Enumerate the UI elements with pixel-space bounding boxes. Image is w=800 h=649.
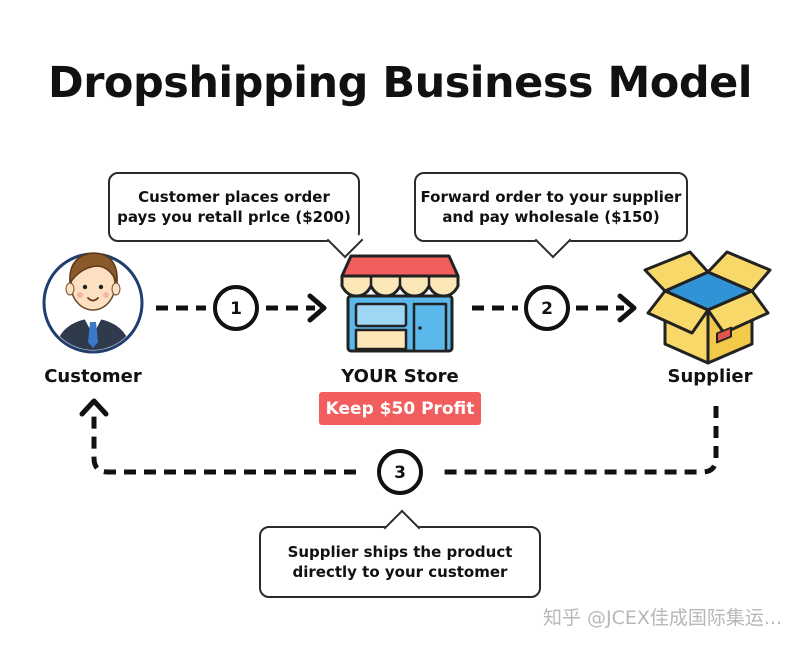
step-3-bubble: Supplier ships the product directly to y… bbox=[259, 509, 541, 598]
store-icon bbox=[340, 254, 460, 353]
store-label: YOUR Store bbox=[341, 366, 459, 387]
step-1-bubble: Customer places order pays you retall pr… bbox=[108, 172, 364, 259]
step-1-badge bbox=[213, 285, 259, 331]
arrow-customer-to-store: 1 bbox=[156, 285, 327, 331]
step-1-number: 1 bbox=[230, 299, 242, 319]
arrow-store-to-supplier: 2 bbox=[472, 285, 637, 331]
step-3-line-1: Supplier ships the product bbox=[287, 543, 513, 561]
step-2-line-2: and pay wholesale ($150) bbox=[442, 208, 660, 226]
customer-avatar-icon bbox=[42, 252, 144, 354]
step-3-line-2: directly to your customer bbox=[292, 563, 508, 581]
profit-badge-text: Keep $50 Profit bbox=[325, 398, 475, 419]
step-2-line-1: Forward order to your supplier bbox=[420, 188, 682, 206]
step-3-number: 3 bbox=[394, 463, 406, 483]
supplier-label: Supplier bbox=[667, 366, 753, 387]
diagram-title: Dropshipping Business Model bbox=[48, 58, 753, 108]
customer-label: Customer bbox=[44, 366, 142, 387]
watermark: 知乎 @JCEX佳成国际集运... bbox=[542, 607, 782, 629]
profit-badge: Keep $50 Profit bbox=[319, 392, 481, 425]
step-2-badge bbox=[524, 285, 570, 331]
supplier-box-icon bbox=[643, 250, 772, 365]
step-2-bubble: Forward order to your supplier and pay w… bbox=[414, 172, 688, 259]
step-1-line-1: Customer places order bbox=[138, 188, 330, 206]
step-3-badge bbox=[377, 449, 423, 495]
step-1-line-2: pays you retall prlce ($200) bbox=[117, 208, 351, 226]
step-2-number: 2 bbox=[541, 299, 553, 319]
arrow-supplier-to-customer bbox=[79, 398, 719, 495]
